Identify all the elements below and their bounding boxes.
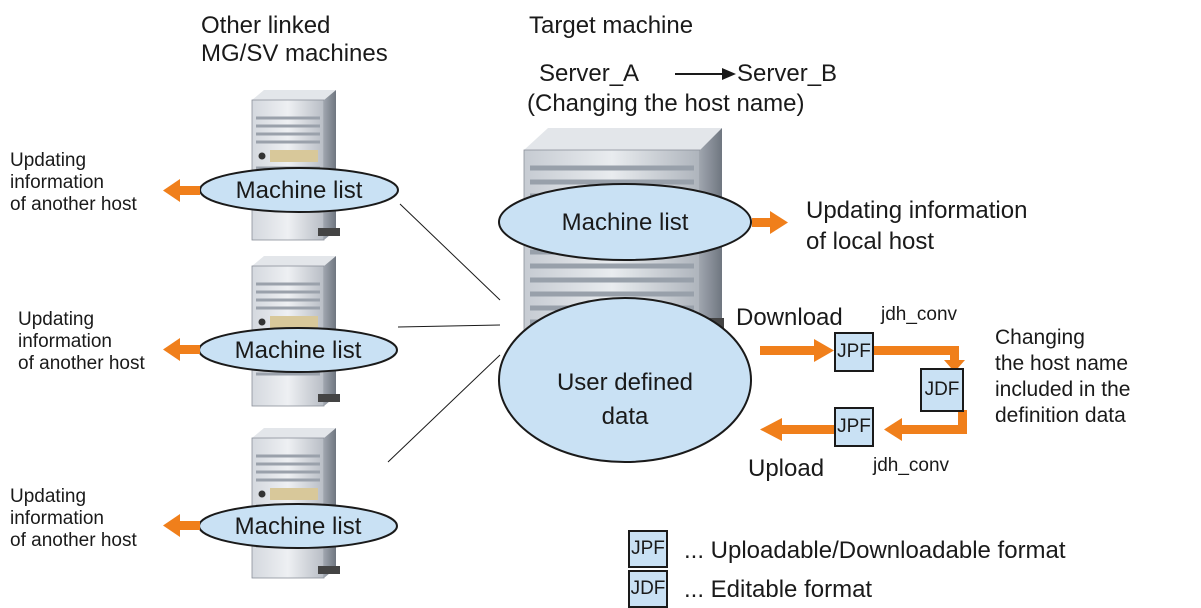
updating-local-host: Updating information of local host	[806, 195, 1027, 257]
updating-local-line: of local host	[806, 228, 935, 255]
user-defined-data-line: User defined	[556, 369, 694, 396]
connector-line	[397, 324, 501, 328]
upload-arrow-icon	[760, 418, 834, 441]
machine-list-label: Machine list	[234, 337, 362, 364]
jdf-box: JDF	[920, 368, 964, 412]
changing-note: Changing the host name included in the d…	[995, 325, 1130, 429]
updating-line: information	[10, 172, 104, 193]
convert-back-arrow-icon	[884, 410, 967, 441]
updating-another-host: Updating information of another host	[18, 309, 145, 375]
user-defined-data-label: User defined data	[499, 366, 751, 434]
legend-jpf-box: JPF	[628, 530, 668, 568]
other-machines-title-line: MG/SV machines	[201, 40, 388, 67]
updating-line: of another host	[10, 530, 137, 551]
rename-from: Server_A	[539, 60, 640, 87]
server-tower-icon	[251, 90, 340, 241]
other-machines-title: Other linked MG/SV machines	[201, 12, 388, 68]
updating-line: of another host	[18, 353, 145, 374]
local-machine-list-label: Machine list	[561, 209, 689, 236]
jdh-conv-label: jdh_conv	[873, 455, 950, 476]
jpf-download-box: JPF	[834, 332, 874, 372]
changing-note-line: included in the	[995, 378, 1131, 401]
jdh-conv-label: jdh_conv	[881, 304, 958, 325]
server-tower-icon	[251, 428, 340, 579]
updating-local-line: Updating information	[806, 197, 1028, 224]
updating-line: Updating	[10, 486, 87, 507]
connector-line	[399, 203, 501, 301]
updating-another-host: Updating information of another host	[10, 486, 137, 552]
updating-line: Updating	[10, 150, 87, 171]
legend-jpf-text: ... Uploadable/Downloadable format	[684, 537, 1066, 564]
updating-line: information	[10, 508, 104, 529]
update-arrow-icon	[163, 179, 200, 202]
machine-list-label: Machine list	[234, 513, 362, 540]
legend-jdf-text: ... Editable format	[684, 576, 873, 603]
convert-arrow-icon	[874, 346, 965, 372]
upload-label: Upload	[748, 455, 825, 482]
changing-note-line: Changing	[995, 326, 1085, 349]
jpf-upload-box: JPF	[834, 407, 874, 447]
update-arrow-icon	[163, 514, 200, 537]
update-arrow-icon	[163, 338, 200, 361]
download-arrow-icon	[760, 339, 834, 362]
user-defined-data-ellipse	[498, 297, 752, 463]
updating-another-host: Updating information of another host	[10, 150, 137, 216]
legend-jdf-box: JDF	[628, 570, 668, 608]
changing-note-line: definition data	[995, 404, 1126, 427]
changing-note-line: the host name	[995, 352, 1129, 375]
machine-list-label: Machine list	[235, 177, 363, 204]
rename-to: Server_B	[737, 60, 838, 87]
local-machine-list-ellipse	[498, 183, 752, 261]
rename-arrow-icon	[675, 68, 736, 80]
updating-line: of another host	[10, 194, 137, 215]
other-machines-title-line: Other linked	[201, 12, 331, 39]
update-local-arrow-icon	[752, 211, 788, 234]
download-label: Download	[736, 304, 843, 331]
rename-caption: (Changing the host name)	[527, 90, 805, 117]
user-defined-data-line: data	[601, 403, 649, 430]
target-title: Target machine	[529, 12, 694, 39]
updating-line: Updating	[18, 309, 95, 330]
connector-line	[387, 354, 501, 463]
updating-line: information	[18, 331, 112, 352]
